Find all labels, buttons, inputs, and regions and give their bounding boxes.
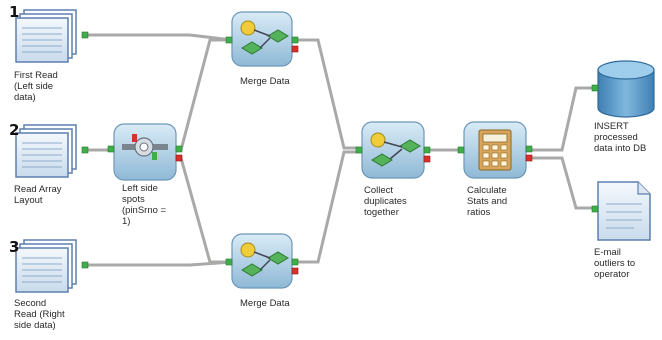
calc-label: Calculate Stats and ratios [467, 185, 508, 218]
email-node[interactable] [591, 181, 651, 241]
link-merge1-collect [293, 38, 362, 150]
step-number-2: 2 [9, 121, 20, 139]
calc-node[interactable] [457, 121, 533, 179]
link-filter-merge2 [179, 156, 234, 264]
collect-icon [370, 132, 421, 167]
link-calc-insert [530, 86, 600, 152]
insert-node[interactable] [591, 60, 655, 118]
step-number-3: 3 [9, 238, 20, 256]
read3-node[interactable] [15, 239, 89, 293]
link-merge2-collect [293, 150, 362, 264]
read2-node[interactable] [15, 124, 89, 178]
link-read1-merge1 [84, 33, 234, 42]
merge1-node[interactable] [225, 11, 299, 67]
connections [84, 33, 600, 267]
email-document-icon [597, 181, 651, 241]
merge-icon [240, 242, 289, 277]
database-icon [597, 60, 655, 118]
link-filter-merge1 [179, 38, 234, 152]
merge2-label: Merge Data [240, 298, 290, 309]
filter-label: Left side spots (pinSrno = 1) [122, 183, 167, 227]
filter-icon [122, 134, 168, 160]
read1-label: First Read (Left side data) [14, 70, 58, 103]
merge-icon [240, 20, 289, 55]
collect-node[interactable] [355, 121, 431, 179]
link-calc-email [530, 156, 600, 210]
collect-label: Collect duplicates together [364, 185, 407, 218]
step-number-1: 1 [9, 3, 20, 21]
read1-node[interactable] [15, 9, 89, 63]
merge2-node[interactable] [225, 233, 299, 289]
read3-label: Second Read (Right side data) [14, 298, 65, 331]
insert-label: INSERT processed data into DB [594, 121, 647, 154]
email-label: E-mail outliers to operator [594, 247, 636, 280]
merge1-label: Merge Data [240, 76, 290, 87]
filter-node[interactable] [107, 123, 183, 181]
calculator-icon [478, 129, 512, 171]
read2-label: Read Array Layout [14, 184, 62, 206]
